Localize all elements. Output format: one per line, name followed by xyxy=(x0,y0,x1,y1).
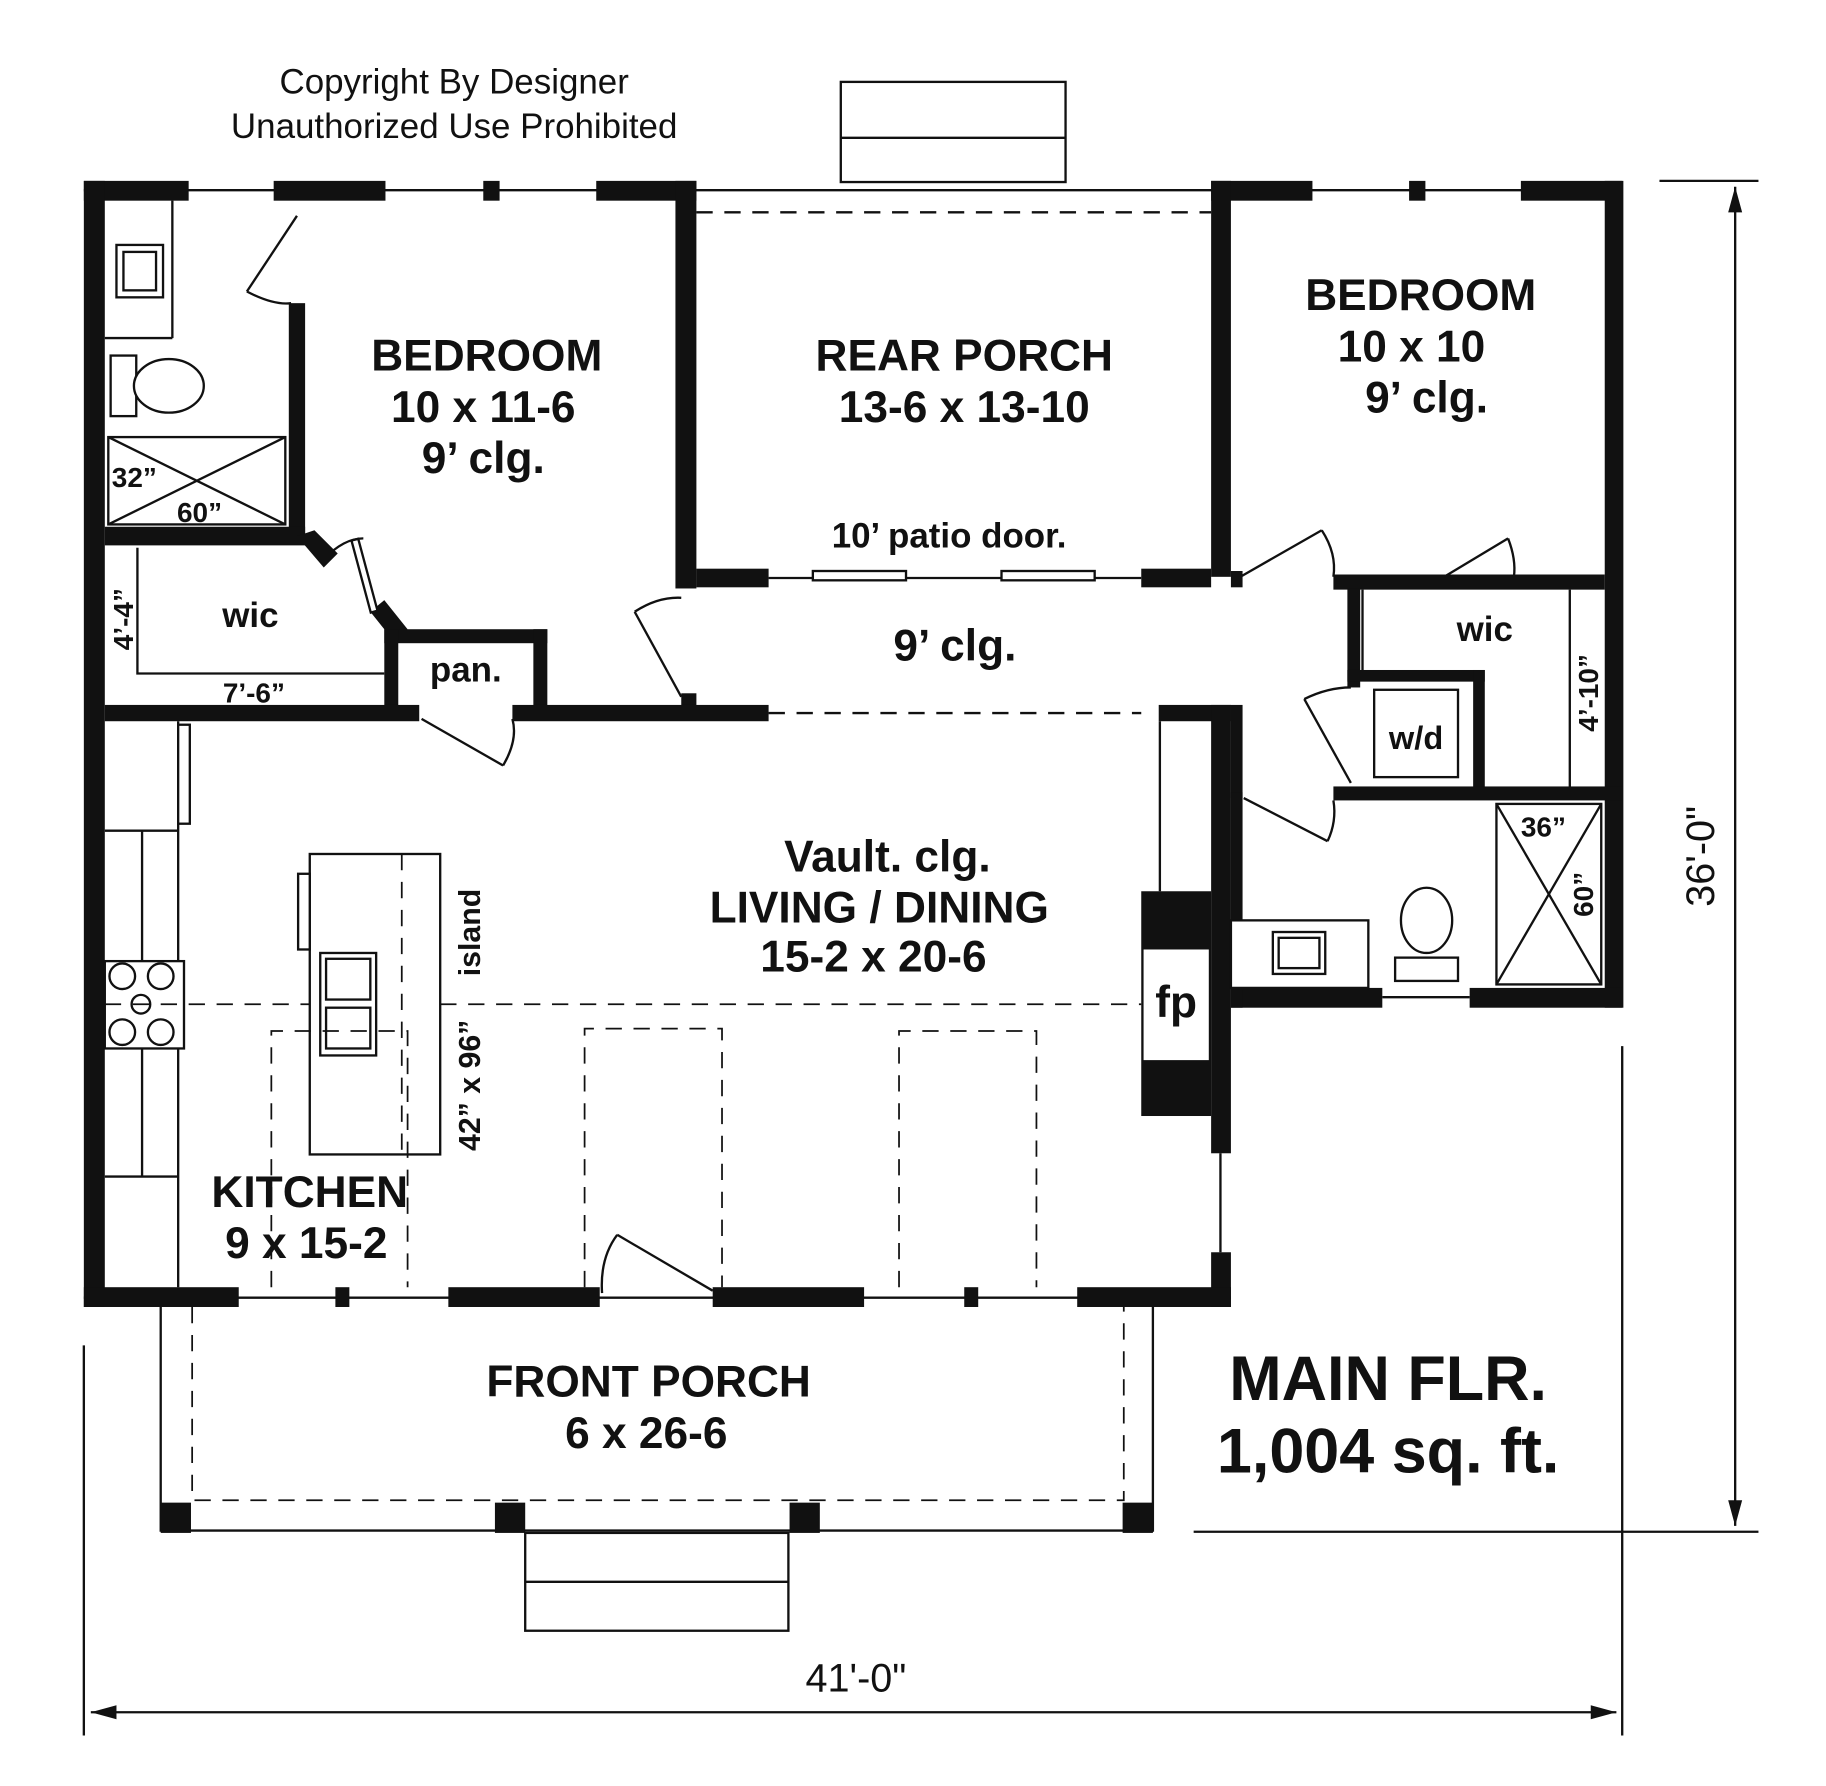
dimension-width: 41'-0" xyxy=(82,1046,1624,1736)
copyright-line1: Copyright By Designer xyxy=(279,63,629,102)
hall-ceiling: 9’ clg. xyxy=(893,622,1016,671)
kitchen-size: 9 x 15-2 xyxy=(225,1219,387,1268)
living-size: 15-2 x 20-6 xyxy=(760,933,986,982)
front-porch xyxy=(159,1306,1155,1632)
dimension-depth: 36'-0" xyxy=(1193,179,1759,1533)
bedroom-right-ceiling: 9’ clg. xyxy=(1365,374,1488,423)
wic-right-depth: 4’-10” xyxy=(1573,654,1604,732)
shower-left-length: 60” xyxy=(177,497,222,528)
wic-left-depth: 4’-4” xyxy=(108,588,139,650)
bedroom-left-name: BEDROOM xyxy=(371,332,602,381)
rear-porch-name: REAR PORCH xyxy=(815,332,1112,381)
patio-door-label: 10’ patio door. xyxy=(832,517,1067,556)
front-porch-name: FRONT PORCH xyxy=(486,1358,810,1407)
rear-porch-size: 13-6 x 13-10 xyxy=(839,383,1090,432)
wic-left-width: 7’-6” xyxy=(223,678,285,709)
rear-steps xyxy=(839,80,1067,184)
wic-left-label: wic xyxy=(221,596,278,635)
copyright-line2: Unauthorized Use Prohibited xyxy=(231,107,677,146)
width-label: 41'-0" xyxy=(806,1656,907,1700)
shower-right-length: 60” xyxy=(1568,872,1599,917)
bedroom-left-ceiling: 9’ clg. xyxy=(422,434,545,483)
bedroom-left-size: 10 x 11-6 xyxy=(391,383,576,432)
floor-area: 1,004 sq. ft. xyxy=(1217,1416,1559,1486)
living-ceiling: Vault. clg. xyxy=(784,832,991,881)
toilet-icon xyxy=(109,354,138,418)
wic-right-label: wic xyxy=(1456,610,1513,649)
depth-label: 36'-0" xyxy=(1679,806,1723,907)
bedroom-right-size: 10 x 10 xyxy=(1338,322,1486,371)
bedroom-right-name: BEDROOM xyxy=(1305,271,1536,320)
bedroom-left-label: BEDROOM 10 x 11-6 9’ clg. xyxy=(371,332,602,483)
walls xyxy=(83,180,1624,1307)
island-label: island xyxy=(454,889,487,976)
laundry-label: w/d xyxy=(1388,719,1443,756)
island-size: 42” x 96” xyxy=(454,1020,487,1151)
floor-title: MAIN FLR. xyxy=(1229,1344,1547,1414)
living-name: LIVING / DINING xyxy=(710,884,1049,933)
doors xyxy=(245,215,1516,1294)
pantry-label: pan. xyxy=(430,651,502,690)
front-porch-size: 6 x 26-6 xyxy=(565,1409,727,1458)
fireplace-label: fp xyxy=(1155,978,1197,1027)
shower-left-width: 32” xyxy=(112,462,157,493)
toilet-right-icon xyxy=(1399,886,1454,955)
kitchen-name: KITCHEN xyxy=(211,1168,408,1217)
shower-right-width: 36” xyxy=(1521,812,1566,843)
washer-dryer xyxy=(1372,688,1460,779)
